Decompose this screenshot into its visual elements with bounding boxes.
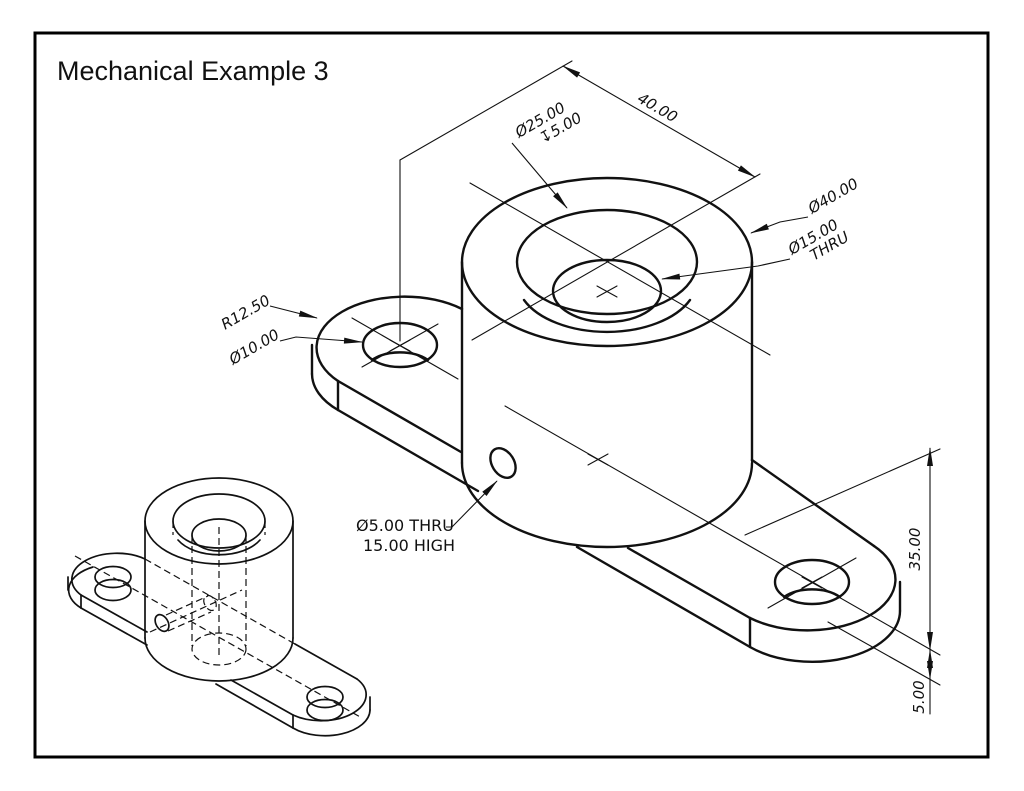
boss-base-arc: [460, 461, 754, 549]
inset-rear-edge-hidden: [144, 558, 296, 645]
centerline-break-mark: [587, 453, 609, 466]
dimension-lines: [562, 65, 933, 715]
inset-left-bottom-arc: [67, 566, 94, 609]
height-extension-top: [744, 448, 941, 536]
right-hole-bottom-arc: [782, 588, 842, 599]
inset-side-hole-wall-bottom: [167, 611, 212, 632]
inset-left-hole-top: [94, 565, 132, 589]
inset-right-hole-bottom: [306, 698, 344, 722]
inset-left-hole-bottom: [94, 578, 132, 602]
left-hole-bottom-arc: [370, 351, 430, 362]
inset-side-hole-rim: [154, 613, 170, 633]
right-hole-center-mark: [801, 576, 823, 589]
left-hole-center-mark: [389, 339, 411, 352]
end-radius-leader: [269, 305, 318, 319]
plate-thickness-text: 5.00: [910, 680, 928, 713]
inset-side-hole-axis: [149, 589, 243, 633]
plate-front-bottom-edge-b: [575, 545, 752, 649]
plate-front-bottom-edge-a: [336, 408, 480, 493]
center-hole-label: Ø15.00 THRU: [784, 216, 852, 265]
right-hole-rim: [773, 558, 851, 606]
drawing-title: Mechanical Example 3: [57, 56, 329, 86]
inset-right-bottom-arc: [292, 709, 371, 737]
thickness-extension-bottom: [827, 621, 941, 686]
center-hole-rim: [551, 258, 663, 324]
inset-center-hole-rim: [191, 518, 247, 552]
boss-cylinder: [460, 176, 754, 549]
length-extension-diagonal: [399, 60, 573, 161]
inset-front-top-edge-b: [230, 679, 294, 716]
main-view: Ø25.00 ↧5.00 40.00 Ø40.00 Ø15.00 THRU R1…: [218, 60, 941, 715]
side-hole-leader: [446, 480, 498, 528]
counterbore-leader: [511, 142, 568, 209]
center-hole-leader: [661, 258, 791, 280]
sheet-border: [33, 31, 990, 759]
counterbore-top-rim: [515, 208, 699, 316]
leader-lines: [269, 142, 809, 528]
inset-rear-edge-visible: [294, 643, 358, 680]
plate-left-end-arc: [315, 295, 464, 383]
inset-right-hole-top: [306, 685, 344, 709]
side-hole-text-line1: Ø5.00 THRU: [356, 516, 454, 535]
counterbore-floor-arc: [522, 298, 692, 334]
overall-height-text: 35.00: [906, 528, 924, 571]
length-dim-line: [562, 65, 756, 178]
inset-view: [67, 477, 371, 737]
counterbore-label: Ø25.00 ↧5.00: [511, 99, 585, 148]
inset-front-bottom-edge-a: [80, 607, 148, 646]
inset-boss-base-arc: [144, 637, 294, 682]
boss-diameter-text: Ø40.00: [804, 175, 861, 218]
plate-rear-top-edge: [750, 458, 876, 548]
end-hole-leader: [279, 336, 363, 344]
inset-left-end-arc: [71, 552, 146, 596]
boss-centerline-ne: [471, 173, 761, 341]
side-hole-text-line2: 15.00 HIGH: [363, 536, 455, 555]
base-plate: [310, 295, 902, 664]
inset-side-hole-wall-top: [165, 595, 209, 616]
side-hole-rim: [489, 447, 517, 479]
axis-centerline-right: [504, 405, 941, 656]
inset-front-bottom-edge-b: [215, 683, 294, 729]
boss-dia-leader: [750, 216, 809, 234]
plate-right-bottom-arc: [748, 609, 902, 664]
inset-front-top-edge-a: [80, 594, 148, 633]
inset-hidden-edges: [74, 521, 363, 719]
centerlines: [351, 60, 941, 686]
end-hole-diameter-text: Ø10.00: [225, 326, 282, 369]
inset-side-hole-end: [203, 594, 217, 612]
boss-center-mark: [596, 285, 618, 298]
end-radius-text: R12.50: [218, 291, 273, 333]
plate-front-top-edge-a: [336, 379, 463, 454]
plate-left-bottom-arc: [310, 372, 340, 412]
plate-front-top-edge-b: [626, 546, 752, 620]
boss-centerline-nw: [469, 182, 771, 356]
